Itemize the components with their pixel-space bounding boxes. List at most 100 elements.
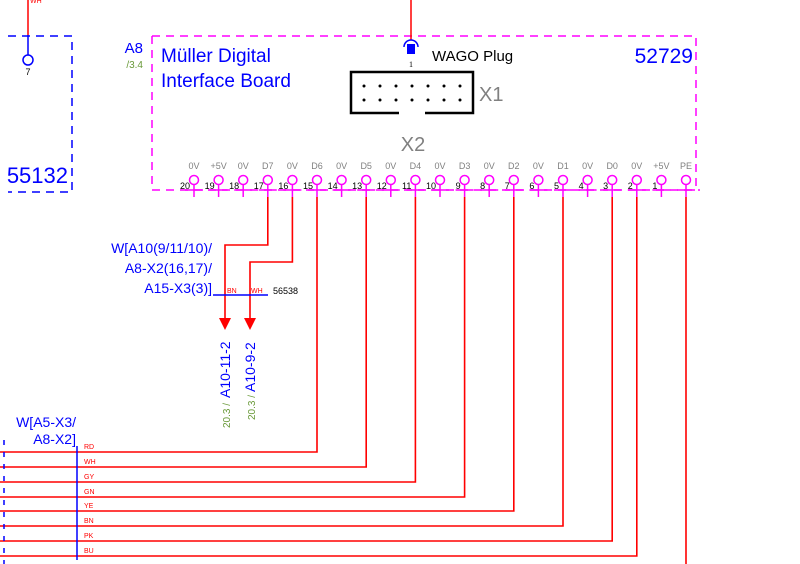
cable2-core-label: BN <box>84 518 94 525</box>
cable2-core-label: YE <box>84 503 94 510</box>
pin-terminal-icon <box>287 174 298 186</box>
x1-pin-dot <box>458 84 462 88</box>
left-pin-terminal[interactable] <box>22 54 34 66</box>
x1-pin-dot <box>394 98 398 102</box>
pin-terminal-icon <box>582 174 593 186</box>
x2-pin-15[interactable]: D6 15 <box>303 161 326 197</box>
x1-pin-dot <box>426 98 430 102</box>
wire-16-wh[interactable] <box>249 197 294 320</box>
cable1-id: 56538 <box>273 286 298 296</box>
x2-pin-4[interactable]: 0V4 <box>579 161 597 197</box>
left-pin-label: 7 <box>25 67 30 77</box>
cable1-target-1[interactable]: 20.3 / A10-11-2 <box>217 341 233 428</box>
device-part-number: 52729 <box>635 45 693 68</box>
x1-pin-dot <box>458 98 462 102</box>
pin-terminal-icon <box>213 174 224 186</box>
cable1-label-line2: A8-X2(16,17)/ <box>125 260 212 276</box>
pin-number: 11 <box>402 181 411 191</box>
x1-pin-dot <box>426 84 430 88</box>
wire-cable2-core-3[interactable] <box>0 197 417 483</box>
pin-number: 18 <box>229 181 239 191</box>
wire-cable2-core-8[interactable] <box>0 197 638 557</box>
plug-pin-icon[interactable] <box>407 44 415 54</box>
x2-pin-7[interactable]: D2 7 <box>505 161 523 197</box>
device-a8[interactable]: A8 /3.4 Müller Digital Interface Board 5… <box>125 0 700 197</box>
pin-terminal-icon <box>459 174 470 186</box>
x2-pin-5[interactable]: D15 <box>554 161 572 197</box>
plug-socket-icon <box>403 39 419 48</box>
cable1-target2-ref: 20.3 / <box>247 395 258 420</box>
cable1-target2-dest: A10-9-2 <box>242 342 258 392</box>
arrow-icon <box>244 318 256 330</box>
cable1-label-line1: W[A10(9/11/10)/ <box>111 240 212 256</box>
x1-pin-dot <box>362 84 366 88</box>
pin-terminal-icon <box>360 174 372 186</box>
pin-signal-label: 0V <box>434 161 445 171</box>
cable1-target-2[interactable]: 20.3 / A10-9-2 <box>242 342 258 420</box>
wire-cable2-core-4[interactable] <box>0 197 466 498</box>
pin-terminal-icon <box>631 174 643 186</box>
x2-pin-8[interactable]: 0V8 <box>480 161 499 197</box>
wire-cable2-core-2[interactable] <box>0 197 367 468</box>
x2-pin-2[interactable]: 0V2 <box>628 161 646 197</box>
pin-number: 3 <box>603 181 608 191</box>
wires <box>0 197 687 564</box>
pin-number: 15 <box>303 181 313 191</box>
pin-signal-label: D0 <box>606 161 618 171</box>
left-device-border <box>8 35 73 193</box>
pin-terminal-icon <box>434 174 446 186</box>
x1-pin-dot <box>394 84 398 88</box>
x2-pin-11[interactable]: D4 11 <box>402 161 425 197</box>
plug-pin-label: 1 <box>409 60 413 69</box>
pin-number: 13 <box>352 181 362 191</box>
x1-pin-dot <box>410 98 414 102</box>
pin-signal-label: D4 <box>410 161 422 171</box>
pin-terminal-icon <box>237 174 249 186</box>
pin-signal-label: D2 <box>508 161 520 171</box>
pin-number: 2 <box>628 181 633 191</box>
pin-signal-label: PE <box>680 161 692 171</box>
wire-cable2-core-1[interactable] <box>0 197 318 453</box>
pin-number: 7 <box>505 181 510 191</box>
device-ref[interactable]: /3.4 <box>126 60 143 71</box>
cable1-label-line3: A15-X3(3)] <box>144 280 212 296</box>
wire-cable2-core-6[interactable] <box>0 197 564 527</box>
pin-terminal-icon <box>533 174 544 186</box>
x2-pin-PE[interactable]: PE <box>677 161 695 197</box>
left-device[interactable]: WH 7 55132 <box>7 0 73 193</box>
x2-pin-9[interactable]: D39 <box>456 161 474 197</box>
x2-pin-3[interactable]: D0 3 <box>603 161 622 197</box>
x1-pin-dot <box>378 84 382 88</box>
cable-1[interactable]: W[A10(9/11/10)/ A8-X2(16,17)/ A15-X3(3)]… <box>111 240 298 428</box>
wire-cable2-core-5[interactable] <box>0 197 515 512</box>
pin-number: 8 <box>480 181 485 191</box>
pin-signal-label: D7 <box>262 161 274 171</box>
x1-pin-dot <box>378 98 382 102</box>
x2-pin-6[interactable]: 0V6 <box>529 161 548 197</box>
pin-signal-label: 0V <box>188 161 199 171</box>
pin-signal-label: D6 <box>311 161 323 171</box>
pin-terminal-icon <box>188 174 200 186</box>
pin-signal-label: 0V <box>582 161 593 171</box>
pin-signal-label: 0V <box>385 161 396 171</box>
plug-label: WAGO Plug <box>432 48 513 65</box>
wire-cable2-core-7[interactable] <box>0 197 613 542</box>
x2-pin-1[interactable]: +5V1 <box>652 161 671 197</box>
connector-x1-pins <box>362 84 462 102</box>
cable2-core-label: WH <box>84 459 96 466</box>
wire-d7-bn[interactable] <box>224 197 269 320</box>
pin-terminal-icon <box>508 174 520 186</box>
pin-signal-label: +5V <box>653 161 669 171</box>
connector-x1[interactable]: X1 <box>349 70 503 115</box>
pin-terminal-icon <box>262 174 274 186</box>
